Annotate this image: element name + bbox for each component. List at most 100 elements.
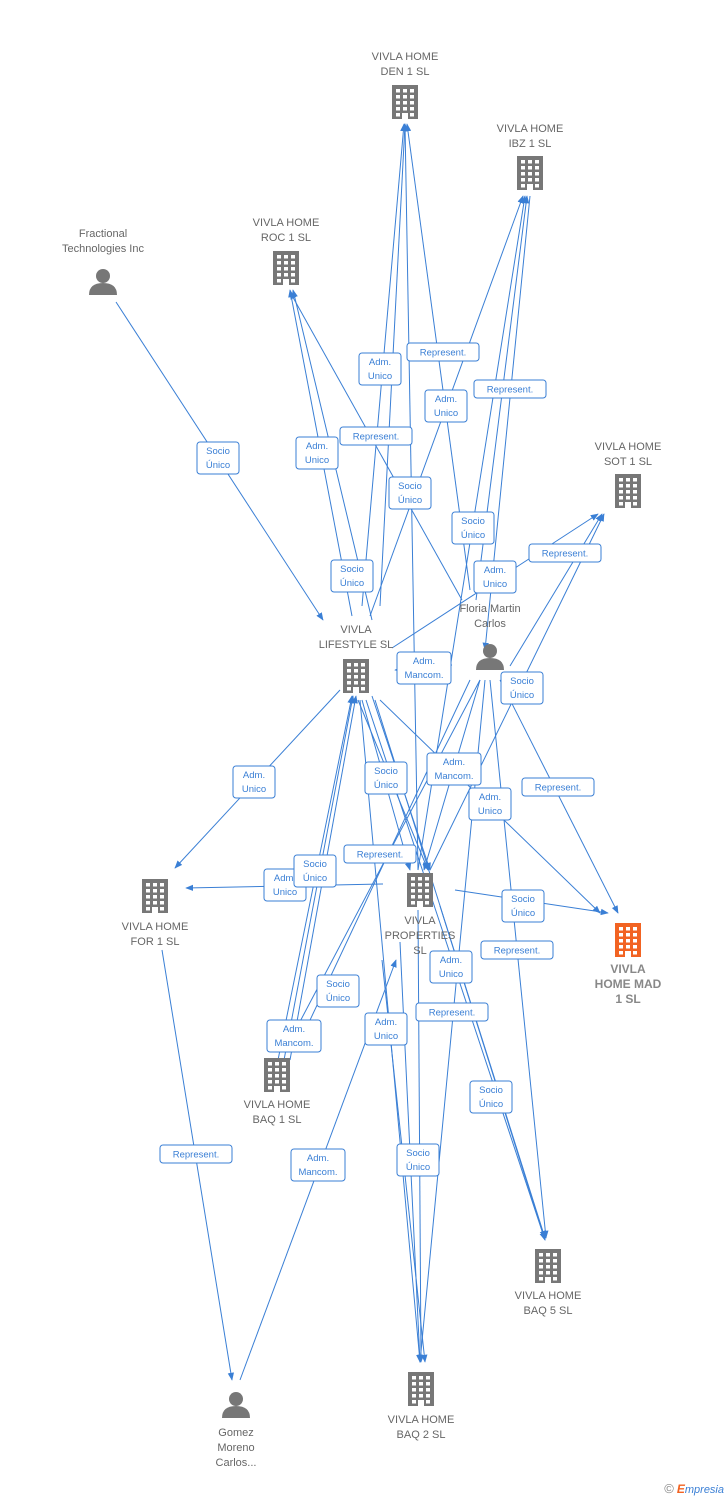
edge-label-box (232, 765, 276, 799)
node-baq2[interactable]: VIVLA HOME BAQ 2 SL (388, 1372, 455, 1441)
edge-label-text: Único (326, 993, 350, 1004)
edge-label-box (429, 950, 473, 984)
edge-label-box (316, 974, 360, 1008)
edge-label-text: Represent. (357, 850, 403, 861)
edge-label-l19[interactable]: Represent. (521, 777, 595, 797)
edge-label-l27[interactable]: Represent. (415, 1002, 489, 1022)
edge-label-l7[interactable]: Represent. (339, 426, 413, 446)
building-icon (535, 1249, 561, 1283)
person-icon (476, 644, 504, 670)
edge-label-l25[interactable]: Adm.Unico (429, 950, 473, 984)
edge-label-box (396, 651, 452, 685)
edge-label-l13[interactable]: Adm.Mancom. (396, 651, 452, 685)
edge-label-box (293, 854, 337, 888)
edge-label-box (415, 1002, 489, 1022)
node-roc1[interactable]: VIVLA HOME ROC 1 SL (253, 217, 320, 285)
edge-label-text: Adm. (479, 792, 501, 803)
edge-label-box (343, 844, 417, 864)
edge-label-text: Adm. (307, 1153, 329, 1164)
building-icon (343, 659, 369, 693)
edge-label-box (500, 671, 544, 705)
edge-label-l3[interactable]: Represent. (473, 379, 547, 399)
edge-label-text: Mancom. (274, 1038, 313, 1049)
edge-label-l18[interactable]: Adm.Unico (468, 787, 512, 821)
edge-label-text: Represent. (429, 1008, 475, 1019)
edge-line (417, 909, 425, 1363)
edge-label-text: Unico (305, 455, 329, 466)
edge-label-box (388, 476, 432, 510)
edge-label-l4[interactable]: Adm.Unico (424, 389, 468, 423)
node-label: VIVLA HOME (253, 217, 320, 229)
node-label: BAQ 2 SL (397, 1429, 446, 1441)
edge-label-box (469, 1080, 513, 1114)
edge-label-text: Adm. (484, 565, 506, 576)
building-icon (407, 873, 433, 907)
edge-label-text: Unico (434, 408, 458, 419)
edge-label-text: Represent. (173, 1150, 219, 1161)
edge-label-l2[interactable]: Represent. (406, 342, 480, 362)
node-label: Technologies Inc (62, 243, 144, 255)
edge-label-l24[interactable]: Represent. (480, 940, 554, 960)
edge-label-l10[interactable]: Represent. (528, 543, 602, 563)
node-gomez[interactable]: GomezMorenoCarlos... (216, 1392, 257, 1469)
edge-label-l11[interactable]: Adm. Unico (473, 560, 517, 594)
edge-label-l17[interactable]: Adm.Mancom. (426, 752, 482, 786)
building-icon (615, 474, 641, 508)
building-icon (273, 251, 299, 285)
edge-label-box (396, 1143, 440, 1177)
edge-label-text: Adm. (306, 441, 328, 452)
edge-label-text: Socio (479, 1085, 503, 1096)
edge-label-text: Socio (511, 894, 535, 905)
node-baq1[interactable]: VIVLA HOME BAQ 1 SL (244, 1058, 311, 1126)
edge-label-text: Represent. (494, 946, 540, 957)
edge-label-l1[interactable]: Adm.Unico (358, 352, 402, 386)
edge-label-text: Unico (483, 579, 507, 590)
node-label: ROC 1 SL (261, 232, 311, 244)
node-label: VIVLA HOME (388, 1414, 455, 1426)
edge-label-l28[interactable]: Adm.Mancom. (266, 1019, 322, 1053)
empresia-watermark: ©Empresia (664, 1481, 724, 1496)
edge-label-text: Socio (340, 564, 364, 575)
edge-label-l15[interactable]: Adm.Unico (232, 765, 276, 799)
edge-label-box (468, 787, 512, 821)
edge-label-l31[interactable]: Represent. (159, 1144, 233, 1164)
edge-label-box (358, 352, 402, 386)
edge-label-box (528, 543, 602, 563)
edge-label-l29[interactable]: Adm.Unico (364, 1012, 408, 1046)
building-icon (392, 85, 418, 119)
edge-label-text: Represent. (353, 432, 399, 443)
edge-labels: Adm.UnicoRepresent.Represent.Adm.UnicoSo… (159, 342, 602, 1182)
node-label: VIVLA HOME (244, 1099, 311, 1111)
edge-label-text: Único (374, 780, 398, 791)
node-label: BAQ 1 SL (253, 1114, 302, 1126)
node-label: VIVLA (610, 962, 646, 976)
edge-label-box (521, 777, 595, 797)
edge-label-l20[interactable]: Represent. (343, 844, 417, 864)
edge-label-text: Adm. (369, 357, 391, 368)
edge-label-l32[interactable]: Adm.Mancom. (290, 1148, 346, 1182)
building-icon (408, 1372, 434, 1406)
edge-label-l6[interactable]: Adm. Unico (295, 436, 339, 470)
